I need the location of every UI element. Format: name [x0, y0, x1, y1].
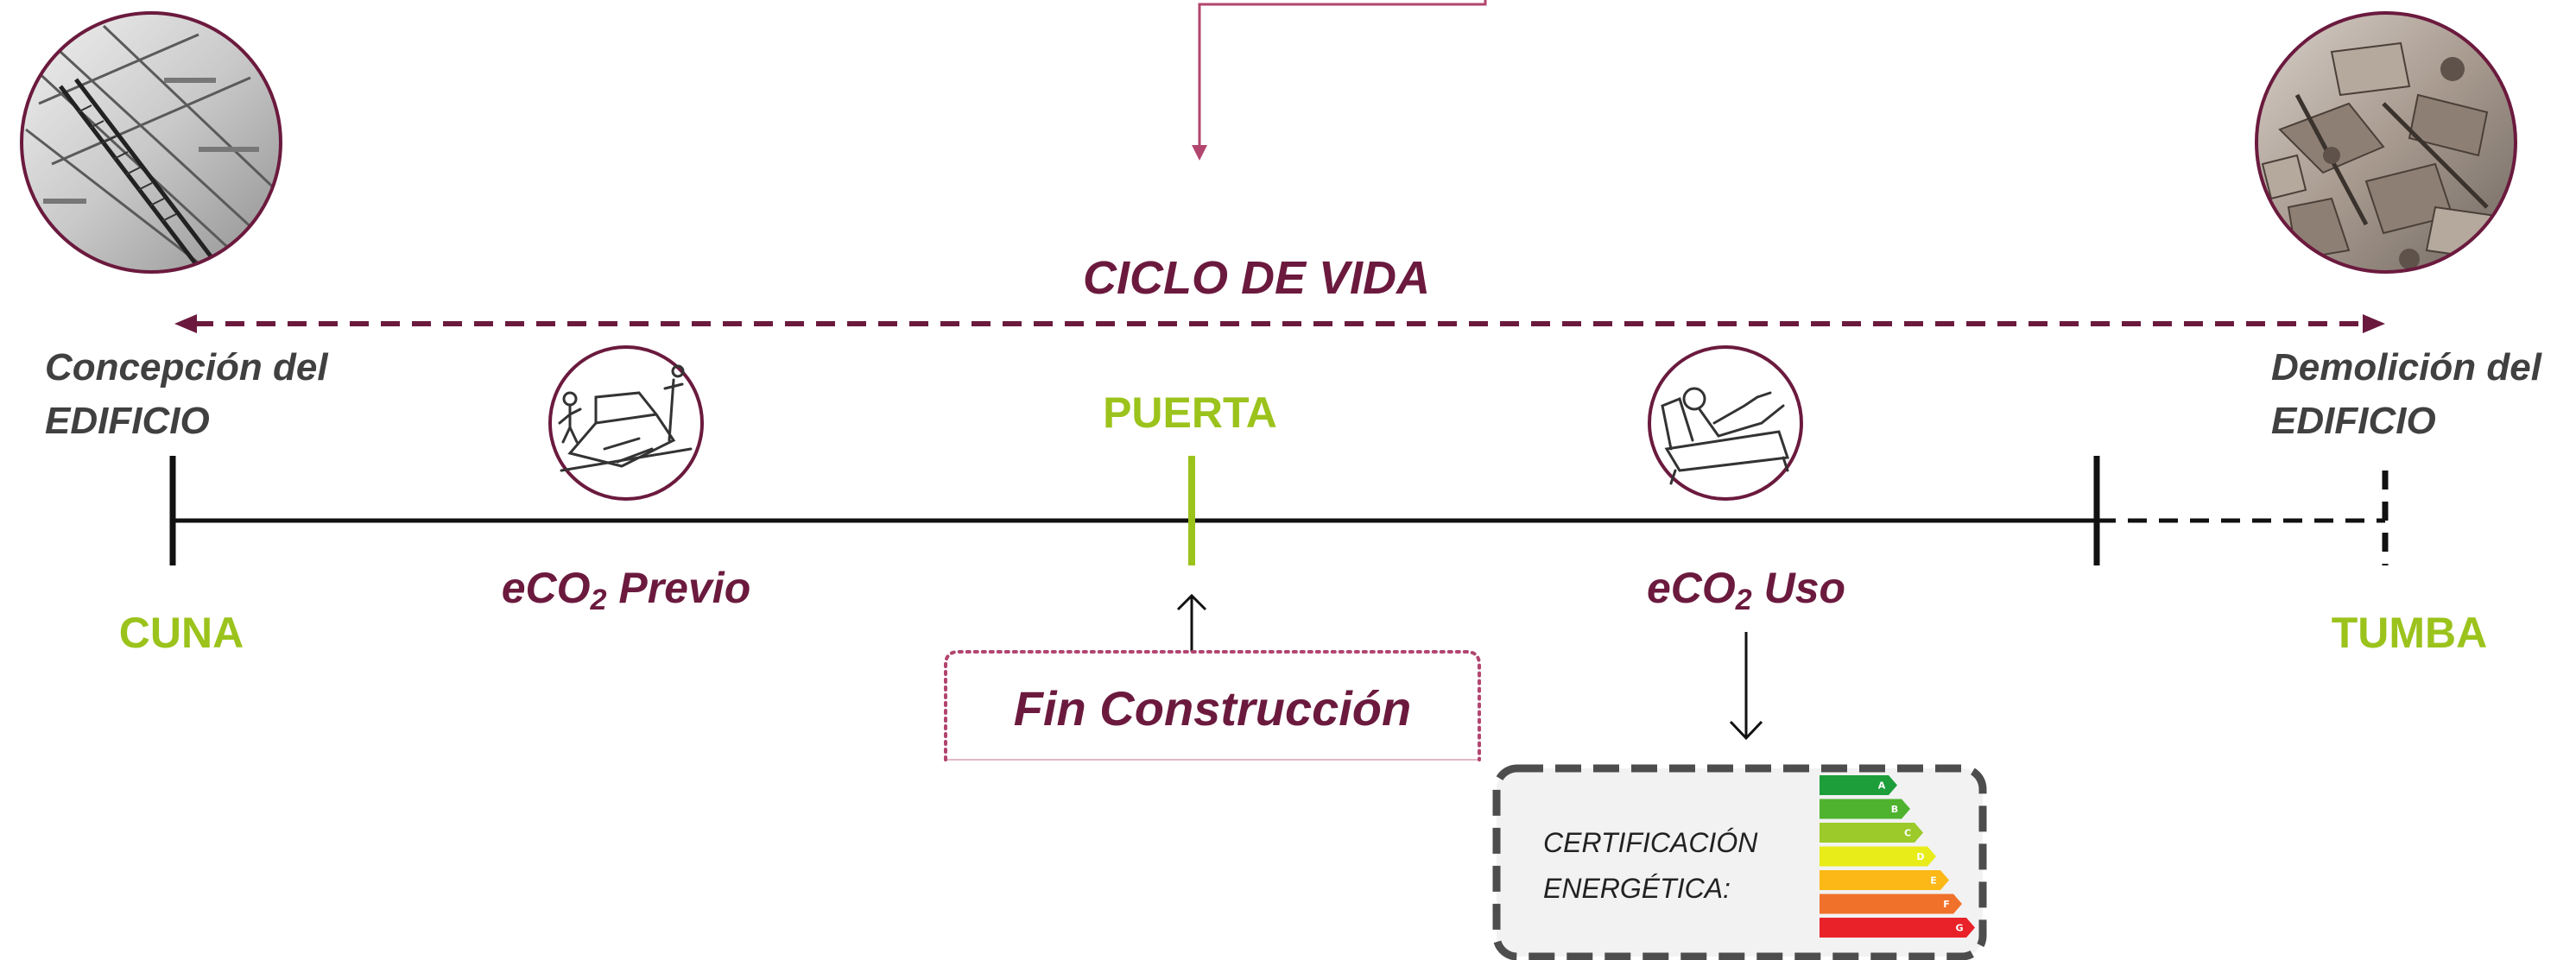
energy-class-g-bar: [1820, 918, 1975, 938]
phase-previo-label: eCO2 Previo: [502, 564, 750, 616]
energy-class-a-label: A: [1878, 780, 1886, 792]
certificate-line2: ENERGÉTICA:: [1543, 873, 1731, 904]
lifecycle-label: CICLO DE VIDA: [1083, 252, 1430, 304]
energy-class-b-label: B: [1891, 804, 1898, 815]
energy-rating-scale: A B C D E F G: [1820, 775, 1975, 938]
gate-up-arrow: [1176, 593, 1207, 652]
top-connector-arrowhead: [1192, 145, 1207, 161]
tumba-label: TUMBA: [2332, 609, 2488, 657]
cuna-label: CUNA: [119, 609, 244, 657]
demolition-rubble-photo: [2255, 11, 2517, 274]
person-reclining-sketch-icon: [1648, 345, 1803, 501]
lifecycle-arrow-right-head: [2363, 314, 2385, 333]
lifecycle-arrow-left-head: [174, 314, 197, 333]
timeline: [169, 456, 2389, 565]
start-title-line2: EDIFICIO: [45, 400, 210, 442]
energy-class-c-bar: [1820, 823, 1923, 843]
energy-class-e-bar: [1820, 870, 1949, 890]
fin-construccion-label: Fin Construcción: [1014, 681, 1411, 736]
energy-class-d-label: D: [1916, 851, 1924, 862]
certificate-line1: CERTIFICACIÓN: [1543, 827, 1758, 858]
fin-construccion-box: Fin Construcción: [944, 650, 1481, 761]
energy-class-f-bar: [1820, 894, 1962, 914]
gate-label: PUERTA: [1103, 388, 1277, 437]
energy-class-g-label: G: [1955, 923, 1963, 934]
phase-uso-label: eCO2 Uso: [1647, 564, 1845, 616]
energy-class-e-label: E: [1930, 875, 1937, 887]
energy-class-a-bar: [1820, 775, 1897, 795]
uso-down-arrow: [1729, 632, 1763, 741]
energy-class-d-bar: [1820, 846, 1936, 867]
end-title-line1: Demolición del: [2271, 346, 2542, 388]
top-connector-line: [1198, 0, 1487, 147]
energy-class-b-bar: [1820, 799, 1910, 819]
energy-certificate-box: CERTIFICACIÓN ENERGÉTICA: A B C D E F G: [1492, 764, 1987, 960]
construction-sketch-icon: [548, 345, 704, 501]
lifecycle-arrow: [174, 314, 2385, 333]
energy-class-c-label: C: [1904, 828, 1911, 839]
start-title-line1: Concepción del: [45, 346, 328, 388]
energy-class-f-label: F: [1943, 899, 1950, 910]
architectural-drawing-photo: [20, 11, 282, 274]
top-connector: [1192, 0, 1487, 161]
end-title-line2: EDIFICIO: [2271, 400, 2436, 442]
